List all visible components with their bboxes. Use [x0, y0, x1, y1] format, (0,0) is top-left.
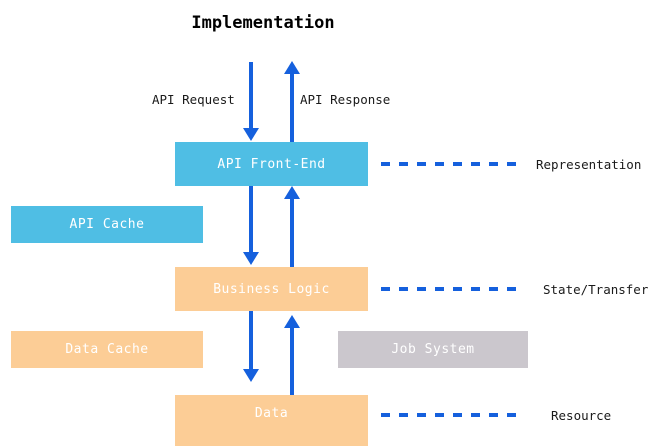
- business-to-data-shaft: [249, 311, 253, 370]
- api-request-label: API Request: [152, 92, 235, 107]
- data-to-business-head: [284, 315, 300, 328]
- box-api-cache[interactable]: API Cache: [11, 206, 203, 243]
- box-job-system-label: Job System: [391, 342, 474, 357]
- front-end-to-business-shaft: [249, 186, 253, 254]
- box-api-front-end[interactable]: API Front-End: [175, 142, 368, 186]
- business-to-front-end-head: [284, 186, 300, 199]
- front-end-to-business-head: [243, 252, 259, 265]
- box-data-cache[interactable]: Data Cache: [11, 331, 203, 368]
- tier-label-resource: Resource: [551, 408, 611, 423]
- tier-line-resource: [381, 413, 525, 417]
- box-data-label: Data: [255, 406, 288, 421]
- api-request-arrow-shaft: [249, 62, 253, 130]
- box-data-cache-label: Data Cache: [65, 342, 148, 357]
- api-request-arrow-head: [243, 128, 259, 141]
- diagram-title: Implementation: [0, 13, 526, 33]
- box-job-system[interactable]: Job System: [338, 331, 528, 368]
- box-api-cache-label: API Cache: [70, 217, 145, 232]
- tier-line-representation: [381, 162, 525, 166]
- box-data[interactable]: Data: [175, 395, 368, 446]
- business-to-data-head: [243, 369, 259, 382]
- business-to-front-end-shaft: [290, 198, 294, 267]
- api-response-arrow-head: [284, 61, 300, 74]
- tier-line-state-transfer: [381, 287, 525, 291]
- api-response-arrow-shaft: [290, 73, 294, 142]
- box-business-logic-label: Business Logic: [213, 282, 330, 297]
- tier-label-representation: Representation: [536, 157, 641, 172]
- box-business-logic[interactable]: Business Logic: [175, 267, 368, 311]
- data-to-business-shaft: [290, 327, 294, 395]
- api-response-label: API Response: [300, 92, 390, 107]
- box-api-front-end-label: API Front-End: [217, 157, 325, 172]
- tier-label-state-transfer: State/Transfer: [543, 282, 648, 297]
